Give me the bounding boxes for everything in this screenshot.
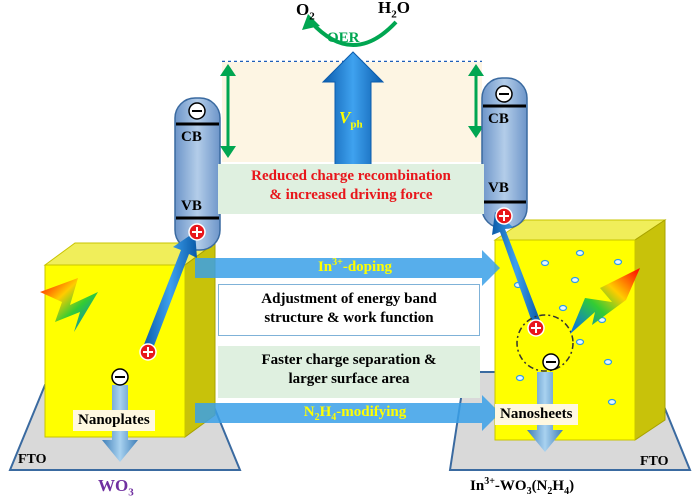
nanosheets-label: Nanosheets	[495, 404, 578, 425]
cube-right-side	[634, 219, 666, 441]
right-electron-icon	[542, 353, 560, 371]
lightning-bolt-left-icon	[40, 278, 98, 332]
doping-arrow	[195, 250, 500, 286]
recombination-box: Reduced charge recombination & increased…	[218, 164, 484, 214]
separation-line2: larger surface area	[288, 370, 410, 387]
doping-label: In3+-doping	[317, 257, 393, 275]
vph-arrow	[321, 51, 385, 169]
adjustment-line1: Adjustment of energy band	[261, 291, 437, 307]
recombination-line2: & increased driving force	[269, 186, 433, 203]
left-cb-electron-icon	[188, 102, 206, 120]
right-hole-icon	[527, 319, 545, 337]
modifying-arrow	[195, 395, 500, 431]
oer-label: OER	[327, 30, 360, 46]
right-hole-arrow	[492, 212, 540, 322]
o2-label: O2	[296, 0, 315, 23]
left-hole-icon	[139, 343, 157, 361]
oer-curve-arrow	[309, 20, 398, 47]
fto-left-label: FTO	[18, 452, 47, 467]
right-cb-electron-icon	[495, 85, 513, 103]
right-vb-label: VB	[488, 180, 509, 196]
recombination-line1: Reduced charge recombination	[251, 168, 451, 184]
wo3-label: WO3	[98, 476, 134, 499]
left-vb-hole-icon	[188, 223, 206, 241]
left-hole-arrow	[143, 232, 197, 351]
adjustment-box: Adjustment of energy band structure & wo…	[218, 284, 480, 336]
nanoplates-label: Nanoplates	[73, 410, 155, 431]
separation-box: Faster charge separation & larger surfac…	[218, 346, 480, 398]
lightning-bolt-right-icon	[570, 268, 640, 334]
fto-right-label: FTO	[640, 454, 669, 469]
left-cb-label: CB	[181, 129, 202, 145]
vph-label: Vph	[339, 108, 363, 131]
adjustment-line2: structure & work function	[264, 309, 434, 326]
in-wo3-label: In3+-WO3(N2H4)	[470, 476, 575, 497]
left-electron-icon	[111, 368, 129, 386]
right-vb-hole-icon	[495, 207, 513, 225]
left-vb-label: VB	[181, 198, 202, 214]
h2o-label: H2O	[378, 0, 410, 21]
modifying-label: N2H4-modifying	[303, 404, 407, 423]
separation-line1: Faster charge separation &	[261, 352, 437, 368]
separation-circle	[516, 314, 574, 372]
right-cb-label: CB	[488, 111, 509, 127]
